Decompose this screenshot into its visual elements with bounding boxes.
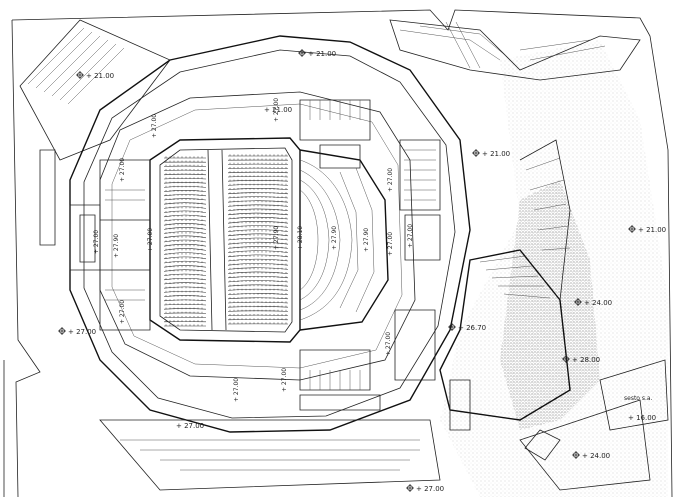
seat-row: [163, 194, 207, 197]
seat-row: [163, 173, 207, 176]
level-label: + 27.00: [273, 98, 280, 122]
seat-row: [227, 271, 289, 274]
level-symbols: [58, 49, 636, 492]
north-west-terraces: [19, 19, 171, 246]
seat-row: [163, 202, 207, 205]
seat-row: [227, 212, 289, 216]
level-label: + 28.10: [297, 226, 304, 250]
level-label: + 21.00: [638, 226, 666, 234]
level-label: + 27.90: [273, 226, 280, 250]
seat-row: [163, 198, 207, 201]
level-label: + 27.00: [93, 230, 100, 254]
level-label: + 21.00: [264, 106, 292, 114]
level-label: + 27.90: [331, 226, 338, 250]
level-label: + 28.00: [572, 356, 600, 364]
seat-row: [163, 290, 207, 293]
seat-row: [227, 258, 289, 262]
seat-row: [227, 237, 289, 241]
seat-row: [227, 254, 289, 258]
level-label: + 27.00: [387, 232, 394, 256]
seat-row: [163, 278, 207, 281]
ground-texture: [440, 40, 668, 497]
seat-row: [227, 225, 289, 228]
level-label: + 27.00: [281, 368, 288, 392]
level-label: + 27.00: [119, 158, 126, 182]
seat-row: [227, 250, 289, 253]
seat-row: [163, 177, 207, 180]
seat-row: [227, 263, 289, 266]
site-boundary: [3, 9, 673, 497]
seat-row: [227, 267, 289, 270]
seat-row: [163, 252, 207, 255]
south-east-plaza: [519, 359, 669, 491]
seat-row: [227, 208, 289, 211]
north-east-ramps: [389, 19, 641, 81]
level-label: + 24.00: [584, 299, 612, 307]
seat-row: [163, 269, 207, 272]
seat-row: [163, 286, 207, 289]
seat-row: [163, 186, 207, 188]
seat-row: [227, 246, 289, 249]
seat-row: [163, 256, 207, 260]
stalls-seating-left: [163, 156, 207, 327]
level-label: + 27.00: [407, 224, 414, 248]
level-label: + 24.00: [582, 452, 610, 460]
level-label: + 26.70: [458, 324, 486, 332]
west-rooms: [69, 159, 151, 331]
level-label: + 27.90: [363, 228, 370, 252]
seat-row: [227, 233, 289, 237]
east-wing: [394, 139, 441, 381]
small-note: sesto s.a.: [624, 395, 653, 402]
restrooms-south: [299, 349, 381, 411]
level-label: + 27.00: [416, 485, 444, 493]
level-label: + 21.00: [482, 150, 510, 158]
level-label: + 27.00: [233, 378, 240, 402]
seat-row: [163, 210, 207, 213]
stage-area: [299, 149, 389, 331]
seat-row: [227, 221, 289, 224]
seat-row: [163, 248, 207, 251]
level-label: + 27.00: [119, 300, 126, 324]
seat-row: [227, 229, 289, 232]
stalls-seating-right: [227, 154, 289, 325]
seat-row: [163, 190, 207, 192]
seat-row: [163, 273, 207, 276]
seat-row: [163, 243, 207, 247]
level-label: + 27.00: [387, 168, 394, 192]
seat-row: [163, 182, 207, 184]
seat-row: [163, 303, 207, 306]
level-label: + 16.00: [628, 414, 656, 422]
seat-row: [163, 239, 207, 243]
seat-row: [163, 282, 207, 285]
level-label: + 21.00: [308, 50, 336, 58]
seat-row: [163, 214, 207, 218]
seat-row: [163, 227, 207, 230]
restrooms-north: [299, 99, 371, 169]
seat-row: [227, 241, 289, 245]
south-terraces: [99, 419, 441, 491]
level-label: + 27.00: [68, 328, 96, 336]
level-markers: + 21.00 + 21.00 + 21.00 + 27.00 + 27.00 …: [68, 50, 666, 493]
seat-row: [163, 265, 207, 268]
seat-row: [163, 223, 207, 226]
outdoor-amphitheatre: [439, 139, 571, 431]
seat-row: [163, 295, 207, 297]
seat-row: [163, 231, 207, 234]
vertical-level-markers: + 27.00 + 27.00 + 27.00 + 27.90 + 27.00 …: [93, 98, 414, 402]
seat-row: [163, 206, 207, 209]
level-label: + 27.00: [147, 228, 154, 252]
level-label: + 21.00: [86, 72, 114, 80]
level-label: + 27.00: [385, 332, 392, 356]
level-label: + 27.90: [113, 234, 120, 258]
seat-row: [163, 260, 207, 264]
seat-row: [163, 308, 207, 310]
level-label: + 27.00: [151, 114, 158, 138]
seat-row: [163, 299, 207, 302]
seat-row: [163, 218, 207, 222]
level-label: + 27.00: [176, 422, 204, 430]
seat-row: [163, 235, 207, 239]
seat-row: [227, 216, 289, 220]
